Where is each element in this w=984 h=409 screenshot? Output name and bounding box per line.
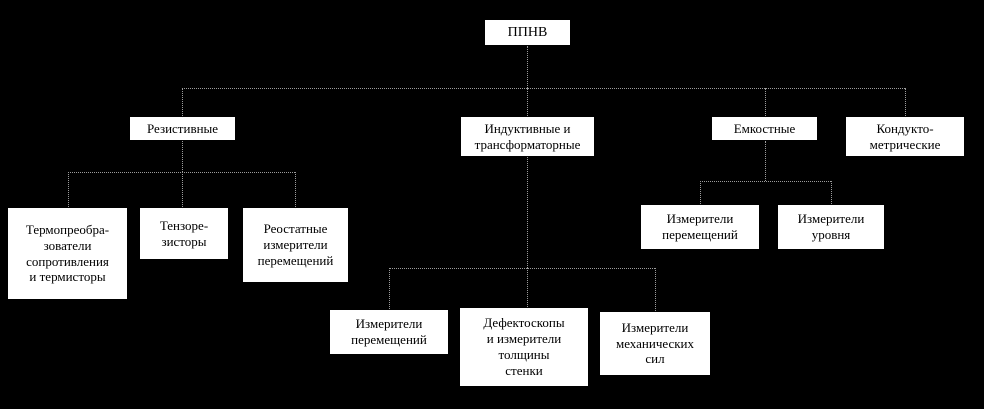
connector-induktivnye-horizontal [389, 268, 655, 269]
connector-drop-induktivnye [527, 88, 528, 116]
node-termopreobrazovateli-label: Термопреобра- зователи сопротивления и т… [25, 221, 110, 285]
node-izmeriteli-mekhanicheskikh-sil: Измерители механических сил [599, 311, 711, 376]
connector-level1-horizontal [182, 88, 905, 89]
connector-drop-emkostnye [765, 88, 766, 116]
connector-rezistivnye-down [182, 141, 183, 172]
connector-drop-termopreobrazovateli [68, 172, 69, 207]
connector-rezistivnye-horizontal [68, 172, 295, 173]
connector-drop-izmeriteli-peremeshchenij-emk [700, 181, 701, 204]
node-rezistivnye: Резистивные [129, 116, 236, 141]
node-izmeriteli-peremeshchenij-emkostnye: Измерители перемещений [640, 204, 760, 250]
node-konduktometricheskie: Кондукто- метрические [845, 116, 965, 157]
connector-drop-rezistivnye [182, 88, 183, 116]
node-konduktometricheskie-label: Кондукто- метрические [869, 120, 941, 152]
node-izmeriteli-urovnya-label: Измерители уровня [797, 211, 865, 242]
node-defektoskopy-label: Дефектоскопы и измерители толщины стенки [483, 315, 565, 378]
node-emkostnye-label: Емкостные [733, 120, 796, 136]
connector-drop-tenzorezistory [182, 172, 183, 207]
node-ppnv-label: ППНВ [507, 24, 548, 40]
connector-drop-defektoskopy [527, 268, 528, 307]
node-rezistivnye-label: Резистивные [146, 120, 219, 136]
node-izmeriteli-peremeshchenij-emkostnye-label: Измерители перемещений [662, 211, 738, 242]
node-reostatnye-izmeriteli-label: Реостатные измерители перемещений [257, 221, 334, 268]
connector-induktivnye-down [527, 157, 528, 268]
connector-drop-reostatnye [295, 172, 296, 207]
connector-emkostnye-down [765, 141, 766, 181]
connector-root-down [527, 46, 528, 88]
node-emkostnye: Емкостные [711, 116, 818, 141]
node-reostatnye-izmeriteli: Реостатные измерители перемещений [242, 207, 349, 283]
connector-emkostnye-horizontal [700, 181, 831, 182]
node-izmeriteli-mekhanicheskikh-sil-label: Измерители механических сил [615, 319, 694, 367]
node-defektoskopy: Дефектоскопы и измерители толщины стенки [459, 307, 589, 387]
node-termopreobrazovateli: Термопреобра- зователи сопротивления и т… [7, 207, 128, 300]
node-induktivnye-transformatornye: Индуктивные и трансформаторные [460, 116, 595, 157]
connector-drop-izmeriteli-peremeshchenij-ind [389, 268, 390, 309]
node-izmeriteli-peremeshchenij-induktivnye: Измерители перемещений [329, 309, 449, 355]
connector-drop-izmeriteli-mekhanicheskikh-sil [655, 268, 656, 311]
node-induktivnye-transformatornye-label: Индуктивные и трансформаторные [474, 120, 581, 152]
node-tenzorezistory: Тензоре- зисторы [139, 207, 229, 260]
connector-drop-konduktometricheskie [905, 88, 906, 116]
node-tenzorezistory-label: Тензоре- зисторы [159, 217, 209, 249]
connector-drop-izmeriteli-urovnya [831, 181, 832, 204]
node-izmeriteli-peremeshchenij-induktivnye-label: Измерители перемещений [351, 316, 427, 347]
node-ppnv: ППНВ [484, 19, 571, 46]
node-izmeriteli-urovnya: Измерители уровня [777, 204, 885, 250]
